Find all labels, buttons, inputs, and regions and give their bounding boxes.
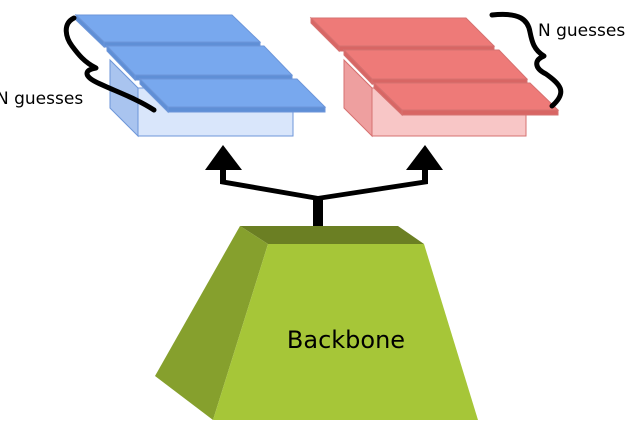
right-guesses-label: N guesses <box>538 21 625 41</box>
backbone-top-face <box>240 226 424 244</box>
branch-arrows <box>205 145 443 240</box>
left-brace <box>63 15 157 113</box>
left-guess-plane-2 <box>105 45 294 76</box>
right-guess-plane-1-side <box>310 16 340 53</box>
left-guess-plane-2-side <box>106 44 136 82</box>
left-guess-plane-3-side <box>139 77 169 114</box>
right-guess-plane-2-side <box>343 48 373 86</box>
backbone-front-face <box>213 244 478 420</box>
right-brace <box>489 11 564 109</box>
arrow-left-head-icon <box>205 145 242 170</box>
right-guess-plane-3-front <box>401 109 559 116</box>
arrow-stem <box>313 200 323 240</box>
right-guess-plane-1 <box>309 17 496 47</box>
left-head-stack <box>74 13 327 138</box>
left-guess-plane-3-front <box>167 106 326 113</box>
left-guess-plane-3 <box>138 78 327 108</box>
left-guess-plane-1 <box>74 14 262 43</box>
right-head-stack <box>309 16 560 138</box>
backbone-block <box>155 226 478 420</box>
arrow-left-branch <box>220 168 318 206</box>
left-guesses-label: N guesses <box>0 89 83 109</box>
arrow-right-branch <box>318 168 428 206</box>
right-guess-plane-3 <box>372 82 560 111</box>
backbone-side-face <box>155 226 268 420</box>
right-guess-plane-3-side <box>373 81 403 117</box>
arrow-right-head-icon <box>406 145 443 170</box>
backbone-label: Backbone <box>287 326 405 354</box>
right-guess-plane-2 <box>342 49 529 80</box>
